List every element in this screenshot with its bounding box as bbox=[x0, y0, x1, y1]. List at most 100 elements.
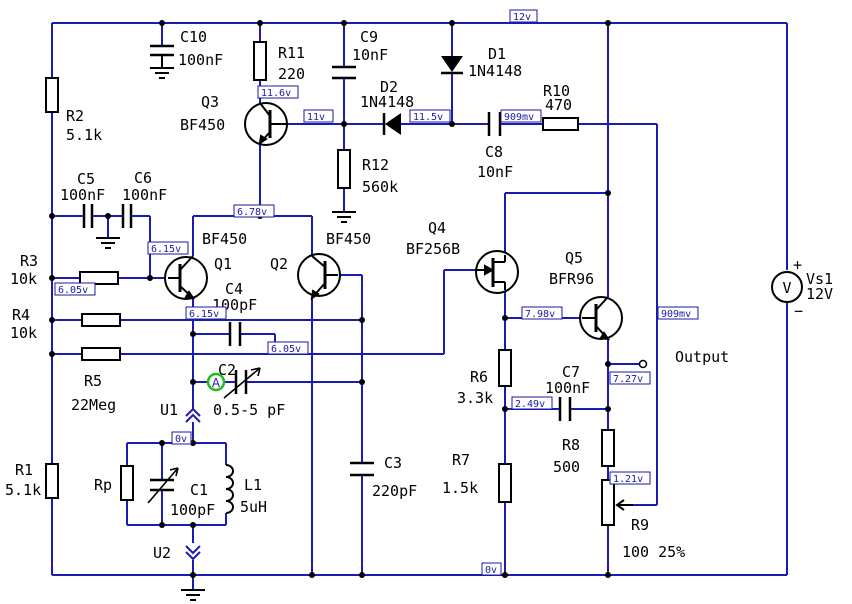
c9-capacitor[interactable] bbox=[332, 65, 356, 80]
r11-resistor[interactable] bbox=[253, 41, 267, 81]
voltage-909mv-right: 909mv bbox=[661, 309, 691, 320]
vs1-plus: + bbox=[793, 256, 802, 274]
u2-name: U2 bbox=[153, 544, 171, 562]
r9-name: R9 bbox=[631, 516, 649, 534]
r5-resistor[interactable] bbox=[81, 347, 121, 361]
c9-name: C9 bbox=[360, 28, 378, 46]
voltage-7-98v: 7.98v bbox=[525, 309, 555, 320]
d2-diode[interactable] bbox=[382, 113, 401, 135]
vs1-name: Vs1 bbox=[806, 270, 833, 288]
voltage-6-05v-c4: 6.05v bbox=[271, 344, 301, 355]
u2-connector-icon[interactable] bbox=[185, 545, 201, 561]
r1-name: R1 bbox=[15, 461, 33, 479]
r2-name: R2 bbox=[66, 107, 84, 125]
u1-connector-icon[interactable] bbox=[185, 407, 201, 423]
voltage-6-05v-r3: 6.05v bbox=[58, 285, 88, 296]
voltage-909mv-top: 909mv bbox=[504, 112, 534, 123]
probe-a-marker[interactable]: A bbox=[206, 372, 226, 392]
c1-value: 100pF bbox=[170, 501, 215, 519]
c9-value: 10nF bbox=[352, 46, 388, 64]
c5-value: 100nF bbox=[60, 186, 105, 204]
r4-name: R4 bbox=[12, 306, 30, 324]
vs1-minus: − bbox=[794, 302, 803, 320]
voltage-11-6v: 11.6v bbox=[261, 88, 291, 99]
r5-name: R5 bbox=[84, 372, 102, 390]
r2-resistor[interactable] bbox=[45, 77, 59, 113]
l1-name: L1 bbox=[244, 476, 262, 494]
d1-value: 1N4148 bbox=[468, 62, 522, 80]
q3-npn-transistor[interactable] bbox=[244, 102, 288, 146]
d2-name: D2 bbox=[380, 78, 398, 96]
r9-potentiometer[interactable] bbox=[601, 479, 615, 526]
r10-name: R10 bbox=[543, 82, 570, 100]
output-probe-terminal[interactable] bbox=[638, 359, 648, 369]
c4-name: C4 bbox=[225, 280, 243, 298]
c6-capacitor[interactable] bbox=[121, 204, 133, 228]
l1-inductor[interactable] bbox=[225, 464, 234, 514]
r12-name: R12 bbox=[362, 156, 389, 174]
r8-value: 500 bbox=[553, 458, 580, 476]
voltage-7-27v: 7.27v bbox=[613, 374, 643, 385]
voltage-11-5v: 11.5v bbox=[413, 112, 443, 123]
r9-wiper-arrow bbox=[615, 499, 633, 511]
c7-capacitor[interactable] bbox=[558, 397, 572, 421]
probe-label: A bbox=[212, 376, 221, 390]
q5-npn-transistor[interactable] bbox=[579, 296, 623, 341]
u1-name: U1 bbox=[160, 401, 178, 419]
r7-resistor[interactable] bbox=[498, 463, 512, 503]
voltage-6-15v-q1: 6.15v bbox=[151, 244, 181, 255]
q5-value: BFR96 bbox=[549, 270, 594, 288]
r3-resistor[interactable] bbox=[79, 271, 119, 285]
r3-name: R3 bbox=[20, 252, 38, 270]
q3-value: BF450 bbox=[180, 116, 225, 134]
vs1-voltmeter-icon[interactable]: V bbox=[771, 271, 803, 303]
voltmeter-symbol: V bbox=[782, 279, 791, 297]
r9-value: 100 25% bbox=[622, 543, 685, 561]
rp-resistor[interactable] bbox=[120, 465, 134, 501]
c3-name: C3 bbox=[384, 454, 402, 472]
r12-resistor[interactable] bbox=[337, 149, 351, 189]
voltage-6-78v: 6.78v bbox=[237, 207, 267, 218]
r4-resistor[interactable] bbox=[81, 313, 121, 327]
d1-name: D1 bbox=[488, 45, 506, 63]
r7-name: R7 bbox=[452, 451, 470, 469]
c5-name: C5 bbox=[77, 170, 95, 188]
c6-value: 100nF bbox=[122, 186, 167, 204]
c7-name: C7 bbox=[562, 363, 580, 381]
r3-value: 10k bbox=[10, 270, 37, 288]
q1-npn-transistor[interactable] bbox=[164, 255, 208, 300]
l1-value: 5uH bbox=[240, 498, 267, 516]
d1-diode[interactable] bbox=[441, 56, 463, 75]
r1-resistor[interactable] bbox=[45, 463, 59, 499]
r8-name: R8 bbox=[562, 436, 580, 454]
c4-capacitor[interactable] bbox=[228, 322, 242, 346]
voltage-1-21v: 1.21v bbox=[613, 474, 643, 485]
c1-name: C1 bbox=[190, 481, 208, 499]
output-label: Output bbox=[675, 348, 729, 366]
r8-resistor[interactable] bbox=[601, 429, 615, 467]
r10-resistor[interactable] bbox=[542, 117, 579, 131]
c8-name: C8 bbox=[485, 143, 503, 161]
q1-name: Q1 bbox=[214, 255, 232, 273]
r4-value: 10k bbox=[10, 324, 37, 342]
q4-jfet-transistor[interactable] bbox=[475, 250, 519, 294]
c10-name: C10 bbox=[180, 28, 207, 46]
c10-capacitor[interactable] bbox=[150, 44, 174, 68]
r10-value: 470 bbox=[545, 96, 572, 114]
voltage-11v: 11v bbox=[307, 112, 325, 123]
c8-value: 10nF bbox=[477, 163, 513, 181]
c2-trimmer-capacitor[interactable] bbox=[223, 367, 261, 399]
c7-value: 100nF bbox=[545, 379, 590, 397]
c1-variable-capacitor[interactable] bbox=[147, 467, 179, 504]
r6-resistor[interactable] bbox=[498, 349, 512, 387]
c8-capacitor[interactable] bbox=[487, 112, 502, 136]
q2-npn-transistor[interactable] bbox=[297, 253, 341, 301]
r12-value: 560k bbox=[362, 178, 398, 196]
voltage-0v-bottom: 0v bbox=[485, 565, 497, 576]
c5-capacitor[interactable] bbox=[82, 204, 94, 228]
r11-value: 220 bbox=[278, 65, 305, 83]
q2-name: Q2 bbox=[270, 255, 288, 273]
c3-capacitor[interactable] bbox=[350, 461, 374, 477]
